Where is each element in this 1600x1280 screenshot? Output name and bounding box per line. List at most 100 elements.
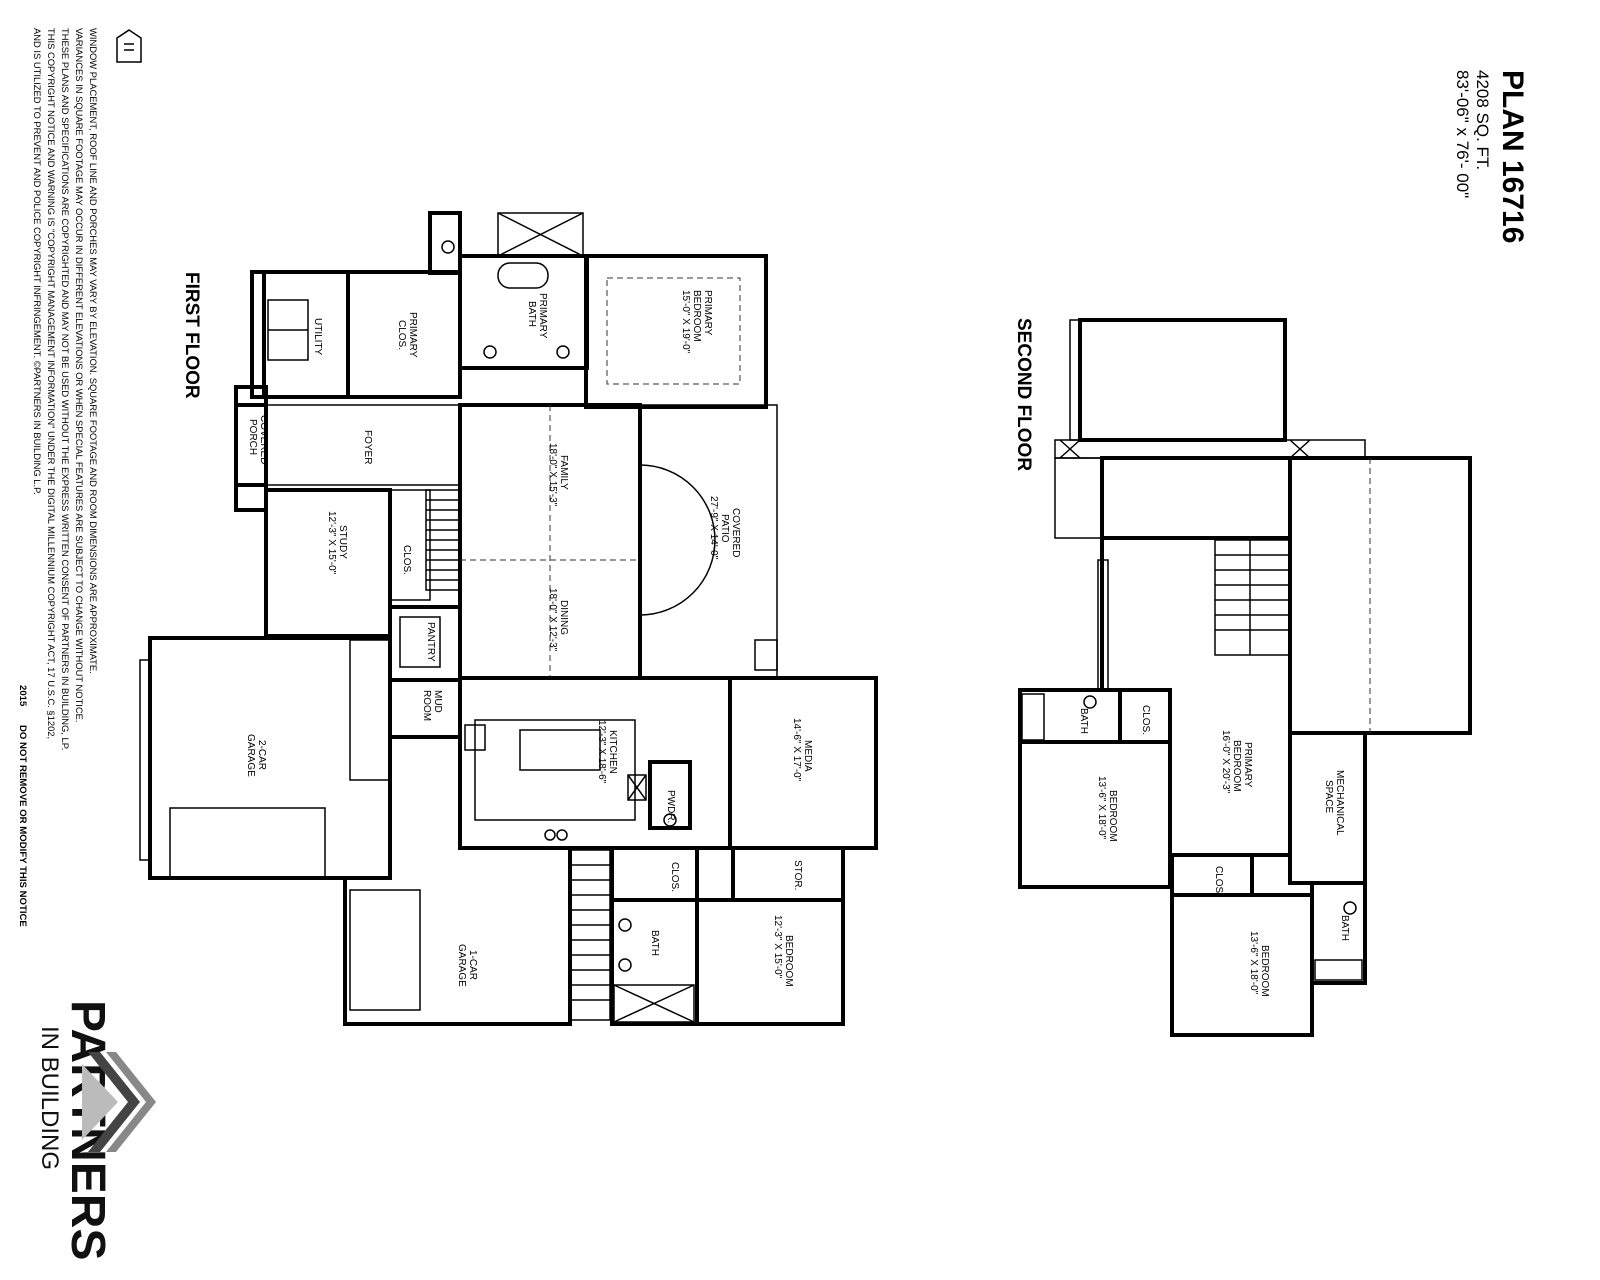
svg-text:CLOS.: CLOS. [401, 545, 412, 575]
label-kitchen: KITCHEN 12'-3" X 18'-6" [596, 720, 618, 784]
label-garage-1car: 1-CAR GARAGE [456, 944, 478, 987]
svg-text:DINING: DINING [558, 600, 569, 635]
notice-text: DO NOT REMOVE OR MODIFY THIS NOTICE [17, 725, 28, 927]
wall-powder [648, 760, 692, 830]
label-clos-bath-1: CLOS. [669, 862, 680, 892]
label-primary-bath: PRIMARY BATH [526, 293, 548, 339]
label-bath-2a: BATH [1078, 708, 1089, 734]
second-floor-title: SECOND FLOOR [1013, 318, 1034, 471]
label-study-clos: CLOS. [401, 545, 412, 575]
label-primary-clos: PRIMARY CLOS. [396, 312, 418, 358]
car-2car [169, 807, 326, 879]
disclaimer-line-4: THIS COPYRIGHT NOTICE AND WARNING IS "CO… [46, 28, 57, 739]
partners-logo: PARTNERS IN BUILDING [36, 1000, 114, 1260]
rug-outline [606, 277, 741, 385]
patio-door-arc [639, 464, 716, 616]
wall-bedroom-2a [1018, 740, 1172, 889]
svg-text:12'-3" X 15'-0": 12'-3" X 15'-0" [326, 511, 337, 575]
svg-text:BEDROOM: BEDROOM [1259, 945, 1270, 997]
wall-bedroom-1 [695, 898, 845, 1026]
label-pantry: PANTRY [425, 622, 436, 662]
svg-text:PRIMARY: PRIMARY [407, 312, 418, 358]
wall-upper-hall [1100, 456, 1292, 540]
wall-stor [731, 846, 845, 902]
svg-text:12'-3" X 15'-0": 12'-3" X 15'-0" [772, 915, 783, 979]
label-mud-room: MUD ROOM [421, 690, 443, 721]
kitchen-island [519, 729, 601, 771]
disclaimer-line-5: AND IS UTILIZED TO PREVENT AND POLICE CO… [32, 28, 43, 495]
disclaimer-line-3: THESE PLANS AND SPECIFICATIONS ARE COPYR… [60, 28, 71, 750]
label-utility: UTILITY [312, 318, 323, 356]
notice-year: 2015 [17, 685, 28, 707]
svg-text:13'-6" X 18'-0": 13'-6" X 18'-0" [1248, 931, 1259, 995]
label-media: MEDIA 14'-6" X 17'-0" [791, 718, 813, 782]
svg-text:STOR.: STOR. [792, 860, 803, 890]
svg-text:SPACE: SPACE [1323, 780, 1334, 813]
svg-text:CLOS.: CLOS. [1140, 705, 1151, 735]
wall-attic [1288, 456, 1472, 735]
label-covered-porch: COVERED PORCH [247, 415, 269, 464]
label-garage-2car: 2-CAR GARAGE [245, 734, 267, 777]
svg-text:12'-3" X 18'-6": 12'-3" X 18'-6" [596, 720, 607, 784]
svg-text:MUD: MUD [432, 690, 443, 713]
svg-text:BATH: BATH [526, 301, 537, 327]
notice-block: 2015 DO NOT REMOVE OR MODIFY THIS NOTICE [17, 685, 28, 927]
equal-housing-icon [116, 29, 142, 63]
bathtub [497, 262, 549, 289]
label-mechanical: MECHANICAL SPACE [1323, 770, 1345, 836]
svg-text:PWDR.: PWDR. [665, 790, 676, 823]
svg-text:14'-6" X 17'-0": 14'-6" X 17'-0" [791, 718, 802, 782]
label-family: FAMILY 18'-0" X 15'-3" [547, 443, 569, 507]
label-dining: DINING 18'-0" X 12'-3" [547, 588, 569, 652]
second-floor-plan [1018, 318, 1472, 1037]
label-clos-2a: CLOS. [1140, 705, 1151, 735]
svg-text:CLOS.: CLOS. [396, 320, 407, 350]
svg-text:FOYER: FOYER [362, 430, 373, 464]
svg-text:BEDROOM: BEDROOM [783, 935, 794, 987]
svg-text:BEDROOM: BEDROOM [1231, 740, 1242, 792]
label-bath-1: BATH [649, 930, 660, 956]
svg-text:MECHANICAL: MECHANICAL [1334, 770, 1345, 836]
svg-text:PRIMARY: PRIMARY [537, 293, 548, 339]
svg-text:PANTRY: PANTRY [425, 622, 436, 662]
svg-text:CLOS.: CLOS. [669, 862, 680, 892]
disclaimer-line-2: VARIANCES IN SQUARE FOOTAGE MAY OCCUR IN… [74, 28, 85, 723]
svg-text:27'-9" X 14'-0": 27'-9" X 14'-0" [708, 496, 719, 560]
svg-text:FAMILY: FAMILY [558, 455, 569, 490]
wall-primary-closet [262, 270, 462, 399]
car-1car [349, 889, 421, 1011]
svg-text:COVERED: COVERED [730, 508, 741, 557]
label-primary-bedroom-2: PRIMARY BEDROOM 16'-0" X 20'-3" [1220, 730, 1253, 794]
svg-text:BEDROOM: BEDROOM [1107, 790, 1118, 842]
svg-text:GARAGE: GARAGE [245, 734, 256, 777]
svg-text:ROOM: ROOM [421, 690, 432, 721]
wall-clos-2b [1170, 853, 1254, 897]
svg-text:PORCH: PORCH [247, 419, 258, 455]
svg-text:KITCHEN: KITCHEN [607, 730, 618, 774]
svg-text:BATH: BATH [1078, 708, 1089, 734]
svg-text:CLOS.: CLOS. [1213, 866, 1224, 896]
label-primary-bedroom-1: PRIMARY BEDROOM 15'-0" X 19'-0" [680, 290, 713, 354]
label-study: STUDY 12'-3" X 15'-0" [326, 511, 348, 575]
svg-text:COVERED: COVERED [258, 415, 269, 464]
chevron-logo-icon [82, 1052, 156, 1152]
disclaimer-line-1: WINDOW PLACEMENT, ROOF LINE AND PORCHES … [88, 28, 99, 674]
wall-bath-2b [1310, 881, 1367, 985]
plan-sqft: 4208 SQ. FT. [1473, 70, 1492, 170]
first-floor-plan [139, 211, 878, 1026]
svg-text:UTILITY: UTILITY [312, 318, 323, 356]
svg-text:18'-0" X 12'-3": 18'-0" X 12'-3" [547, 588, 558, 652]
label-powder: PWDR. [665, 790, 676, 823]
room-labels: PRIMARY BEDROOM 15'-0" X 19'-0" PRIMARY … [245, 290, 1350, 997]
plan-title: PLAN 16716 [1496, 70, 1529, 243]
label-bedroom-1: BEDROOM 12'-3" X 15'-0" [772, 915, 794, 987]
svg-text:16'-0" X 20'-3": 16'-0" X 20'-3" [1220, 730, 1231, 794]
stair-3 [1214, 539, 1291, 656]
stair-2 [569, 849, 611, 1021]
svg-text:GARAGE: GARAGE [456, 944, 467, 987]
svg-text:MEDIA: MEDIA [802, 740, 813, 772]
wall-upper-bonus [1078, 318, 1287, 442]
svg-text:18'-0" X 15'-3": 18'-0" X 15'-3" [547, 443, 558, 507]
label-foyer: FOYER [362, 430, 373, 464]
